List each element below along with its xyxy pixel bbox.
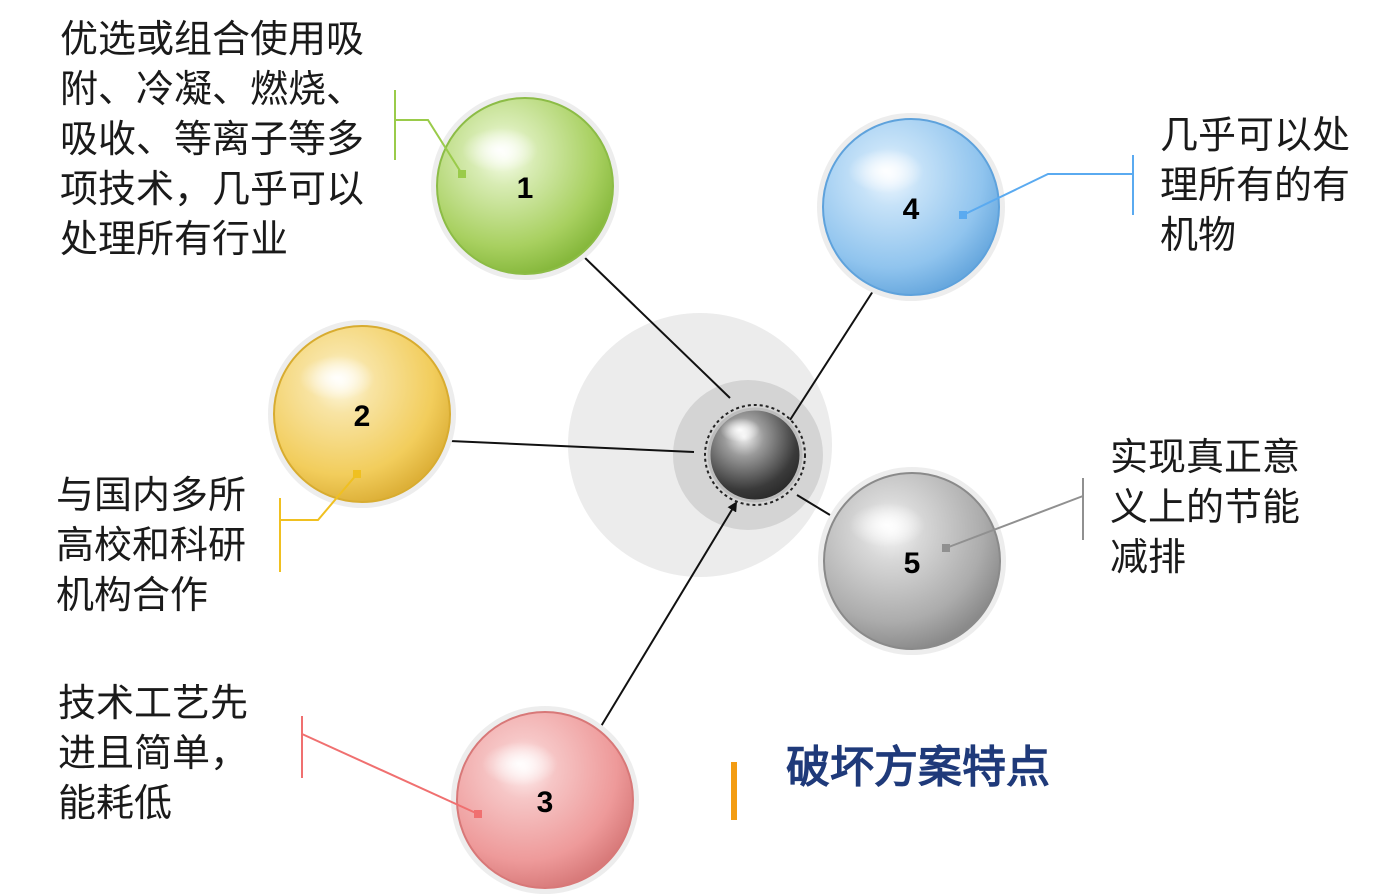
node-2-shine	[299, 356, 375, 400]
connector-1	[581, 254, 731, 399]
callout-5	[942, 478, 1084, 552]
node-1-number: 1	[517, 172, 534, 205]
center-sphere-shine	[720, 418, 760, 442]
center-orbit-ring	[704, 404, 806, 506]
node-5-text: 实现真正意 义上的节能 减排	[1110, 435, 1301, 579]
title-accent-bar	[731, 762, 737, 820]
node-5-shine	[849, 503, 925, 547]
node-4-number: 4	[903, 193, 920, 226]
node-5-number: 5	[904, 547, 921, 580]
node-4-text: 几乎可以处 理所有的有 机物	[1160, 113, 1351, 257]
callout-3	[301, 716, 482, 818]
connector-2	[449, 440, 695, 453]
node-1-text: 优选或组合使用吸 附、冷凝、燃烧、 吸收、等离子等多 项技术，几乎可以 处理所有…	[60, 17, 365, 261]
callout-1	[394, 90, 466, 178]
node-4-shine	[848, 149, 924, 193]
connector-5	[796, 494, 831, 516]
node-3-text: 技术工艺先 进且简单， 能耗低	[58, 681, 249, 825]
node-3-number: 3	[537, 786, 554, 819]
node-1-shine	[462, 128, 538, 172]
callout-4	[959, 155, 1134, 219]
diagram-title: 破坏方案特点	[786, 742, 1050, 793]
connector-3	[599, 501, 738, 729]
node-2-number: 2	[354, 400, 371, 433]
node-2-text: 与国内多所 高校和科研 机构合作	[56, 473, 247, 617]
node-3-shine	[482, 742, 558, 786]
callout-2	[279, 470, 361, 572]
connector-4	[789, 287, 876, 421]
